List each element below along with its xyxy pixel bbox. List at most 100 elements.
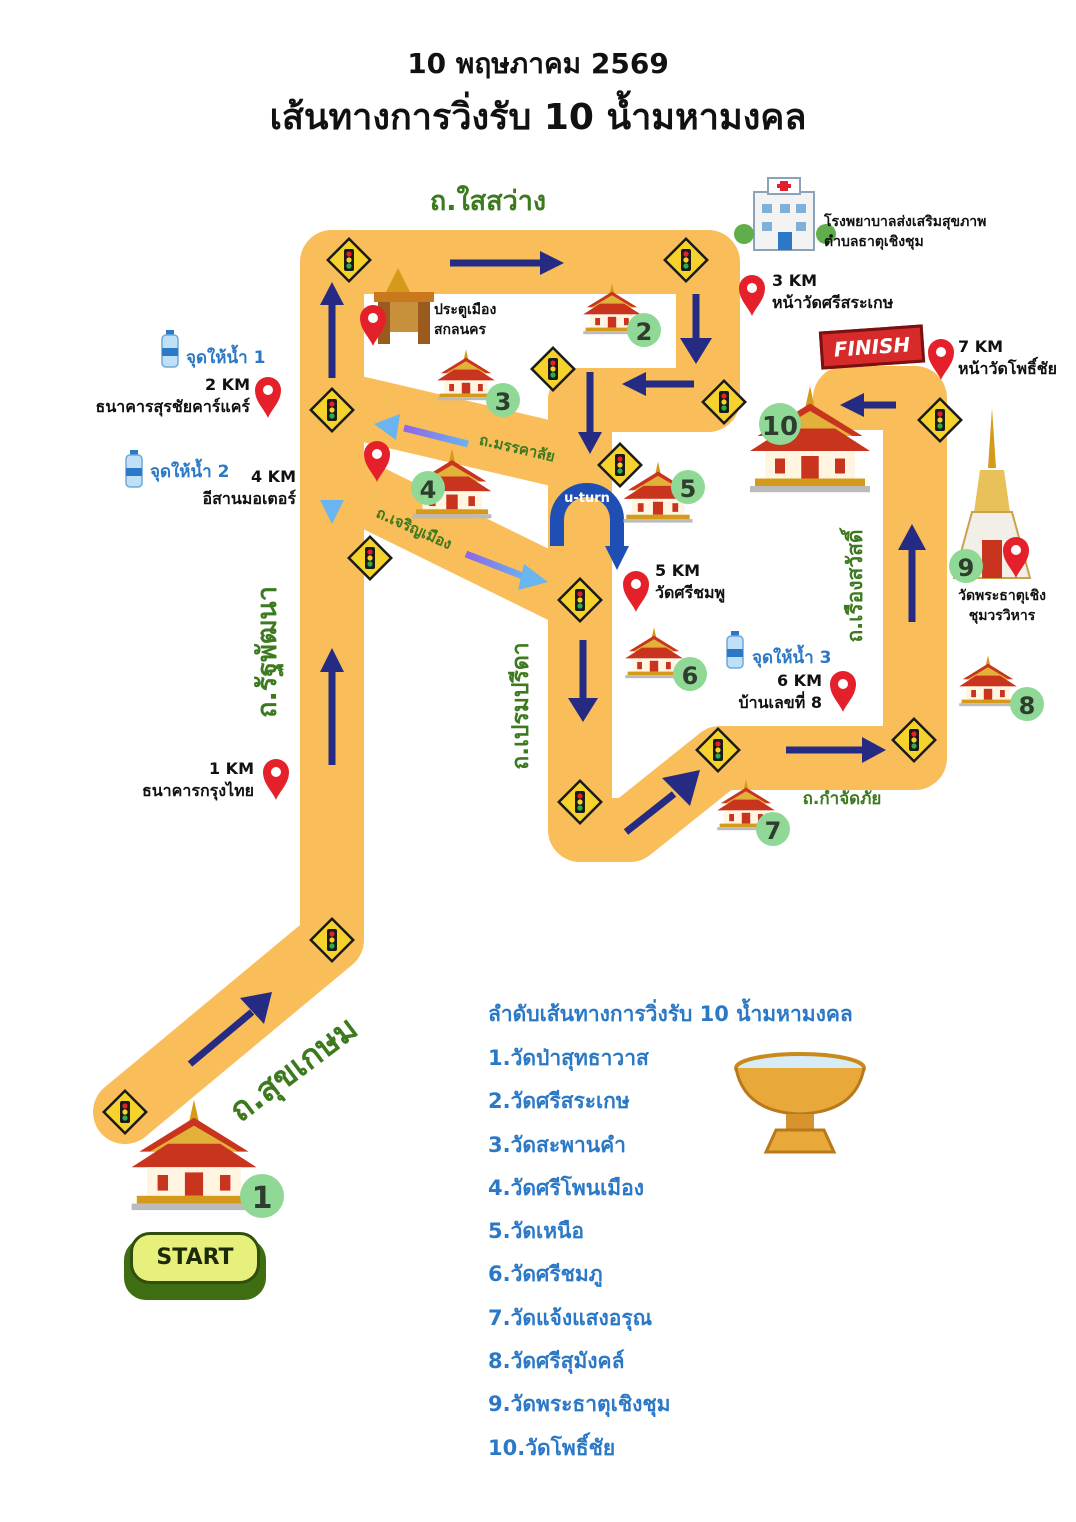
start-sign: START — [124, 1228, 266, 1300]
badge-3: 3 — [486, 383, 520, 417]
marker-place: อีสานมอเตอร์ — [202, 489, 296, 508]
arrow-head-icon — [568, 698, 598, 722]
road-label-rat-phatthana: ถ.รัฐพัฒนา — [252, 586, 285, 718]
legend-item: 5.วัดเหนือ — [488, 1219, 585, 1244]
water-point-3: จุดให้น้ำ 3 — [752, 648, 832, 668]
badge-number: 7 — [765, 817, 782, 845]
badge-4: 4 — [411, 471, 445, 505]
badge-number: 9 — [958, 554, 975, 582]
marker-place: บ้านเลขที่ 8 — [738, 693, 822, 712]
city-gate-label: ประตูเมือง สกลนคร — [434, 300, 496, 340]
legend-item: 1.วัดป่าสุทธาวาส — [488, 1046, 649, 1070]
page-title: เส้นทางการวิ่งรับ 10 น้ำมหามงคล — [269, 97, 807, 138]
arrow-head-icon — [320, 500, 344, 524]
chedi-line: ชุมวรวิหาร — [968, 608, 1036, 624]
light-arrows — [320, 414, 548, 590]
gate-line: สกลนคร — [434, 322, 487, 338]
pin-icon — [255, 377, 281, 418]
water-bowl-icon — [734, 1052, 866, 1154]
temple-3-icon — [437, 349, 495, 401]
gate-line: ประตูเมือง — [434, 302, 497, 318]
uturn-arrow-icon — [605, 546, 629, 570]
start-sign-label: START — [130, 1232, 260, 1284]
marker-km: 1 KM — [208, 759, 254, 778]
arrow-head-icon — [374, 414, 400, 440]
badge-number: 5 — [680, 475, 697, 503]
road-label-premprida: ถ.เปรมปรีดา — [508, 642, 534, 769]
badge-1: 1 — [240, 1174, 284, 1218]
water-bottle-3-icon — [726, 630, 744, 669]
badge-number: 4 — [420, 476, 437, 504]
hospital-line: ตำบลธาตุเชิงชุม — [824, 234, 924, 250]
marker-place: หน้าวัดศรีสระเกษ — [772, 293, 894, 312]
marker-km: 2 KM — [204, 375, 250, 394]
pin-icon — [623, 571, 649, 612]
road-label-rueang-sawat: ถ.เรืองสวัสดิ์ — [839, 527, 867, 642]
marker-3km: 3 KM หน้าวัดศรีสระเกษ — [772, 270, 893, 314]
badge-8: 8 — [1010, 687, 1044, 721]
marker-km: 4 KM — [250, 467, 296, 486]
legend-list: 1.วัดป่าสุทธาวาส 2.วัดศรีสระเกษ 3.วัดสะพ… — [488, 1038, 670, 1471]
hospital-label: โรงพยาบาลส่งเสริมสุขภาพ ตำบลธาตุเชิงชุม — [824, 212, 986, 252]
marker-7km: 7 KM หน้าวัดโพธิ์ชัย — [958, 336, 1057, 380]
legend-item: 2.วัดศรีสระเกษ — [488, 1089, 630, 1114]
chedi-line: วัดพระธาตุเชิง — [958, 588, 1046, 604]
badge-2: 2 — [627, 313, 661, 347]
arrow-head-icon — [320, 648, 344, 672]
badge-number: 6 — [682, 662, 699, 690]
arrow-head-icon — [518, 564, 548, 590]
finish-banner: FINISH — [818, 324, 926, 370]
arrow-head-icon — [540, 251, 564, 275]
road-label-kamchatphai: ถ.กำจัดภัย — [803, 789, 882, 809]
marker-place: ธนาคารสุรชัยคาร์แคร์ — [95, 397, 250, 416]
badge-number: 8 — [1019, 692, 1036, 720]
badge-10: 10 — [759, 403, 801, 445]
marker-km: 6 KM — [776, 671, 822, 690]
arrow-head-icon — [840, 393, 864, 417]
road-label-sai-sawang: ถ.ใสสว่าง — [430, 185, 546, 217]
water-point-1: จุดให้น้ำ 1 — [186, 348, 266, 368]
event-date: 10 พฤษภาคม 2569 — [407, 47, 669, 80]
marker-km: 7 KM — [958, 337, 1004, 356]
arrow-head-icon — [680, 338, 712, 364]
legend-item: 6.วัดศรีชมภู — [488, 1262, 603, 1287]
pin-icon — [739, 275, 765, 316]
temple-number-badges: 1 2 3 4 5 6 7 8 9 10 — [240, 313, 1044, 1218]
direction-arrows — [187, 251, 926, 1067]
legend-item: 7.วัดแจ้งแสงอรุณ — [488, 1305, 653, 1330]
pin-icon — [830, 671, 856, 712]
arrow-diagonal-icon — [623, 791, 677, 835]
marker-place: หน้าวัดโพธิ์ชัย — [958, 359, 1057, 378]
arrow-right-light-icon — [464, 550, 530, 582]
arrow-head-icon — [240, 992, 272, 1024]
marker-1km: 1 KM ธนาคารกรุงไทย — [120, 758, 254, 802]
arrow-head-icon — [578, 432, 602, 454]
legend-item: 4.วัดศรีโพนเมือง — [488, 1175, 644, 1200]
legend-title: ลำดับเส้นทางการวิ่งรับ 10 น้ำมหามงคล — [488, 1002, 853, 1026]
badge-number: 3 — [495, 388, 512, 416]
hospital-icon — [734, 177, 836, 251]
arrow-head-icon — [622, 372, 646, 396]
water-bottle-2-icon — [125, 449, 143, 488]
arrow-head-icon — [320, 282, 344, 305]
badge-6: 6 — [673, 657, 707, 691]
hospital-line: โรงพยาบาลส่งเสริมสุขภาพ — [824, 214, 987, 230]
badge-number: 2 — [636, 318, 653, 346]
water-point-2: จุดให้น้ำ 2 — [150, 462, 230, 482]
arrow-head-icon — [898, 524, 926, 550]
water-bottle-1-icon — [161, 329, 179, 368]
uturn-sign: u-turn — [550, 483, 629, 570]
marker-place: วัดศรีชมพู — [655, 583, 726, 602]
marker-km: 3 KM — [772, 271, 818, 290]
arrow-head-icon — [862, 737, 886, 763]
temple-8-icon — [959, 655, 1017, 707]
legend-item: 3.วัดสะพานคำ — [488, 1132, 626, 1157]
pin-icon — [263, 759, 289, 800]
marker-2km: 2 KM ธนาคารสุรชัยคาร์แคร์ — [60, 374, 250, 418]
marker-place: ธนาคารกรุงไทย — [141, 781, 254, 800]
badge-number: 10 — [762, 412, 798, 442]
arrow-left-light-icon — [403, 424, 469, 448]
legend-item: 9.วัดพระธาตุเชิงชุม — [488, 1392, 671, 1417]
badge-5: 5 — [671, 470, 705, 504]
marker-5km: 5 KM วัดศรีชมพู — [655, 560, 725, 604]
